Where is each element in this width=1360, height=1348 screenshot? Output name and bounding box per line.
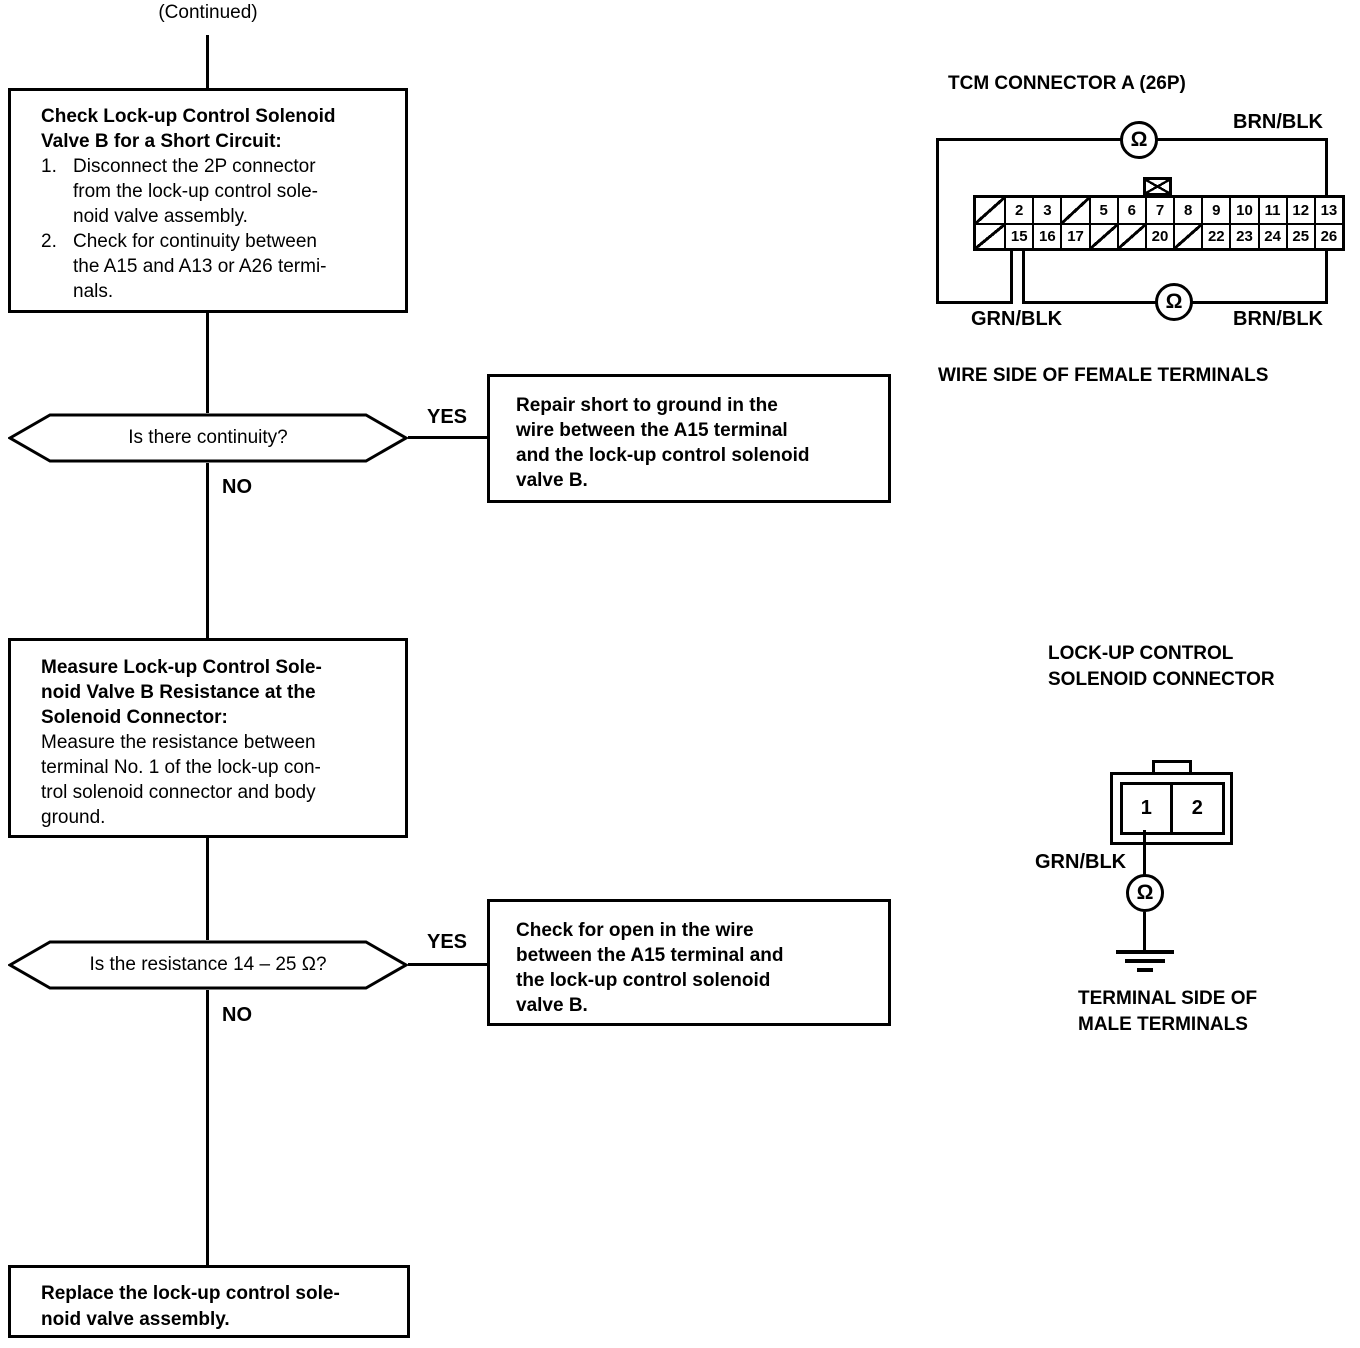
tcm-pin-5: 5: [1088, 198, 1117, 223]
ohm-symbol: Ω: [1136, 881, 1154, 904]
ground-icon: [1125, 959, 1165, 963]
connector-keyway-icon: [1143, 177, 1172, 196]
flow-line: [206, 313, 209, 413]
tcm-wire-bottom-left: [936, 301, 1013, 304]
check-short-circuit-title: Check Lock-up Control Solenoid Valve B f…: [41, 106, 336, 152]
measure-resistance-title: Measure Lock-up Control Sole- noid Valve…: [41, 657, 322, 728]
yes-label: YES: [427, 406, 468, 428]
flow-line: [206, 838, 209, 940]
tcm-pin-10: 10: [1229, 198, 1257, 223]
tcm-pin-13: 13: [1313, 198, 1342, 223]
step-2-text: Check for continuity between the A15 and…: [73, 231, 327, 302]
solenoid-pin-2: 2: [1191, 797, 1203, 819]
decision-continuity: Is there continuity?: [8, 413, 408, 463]
ohm-symbol: Ω: [1165, 290, 1183, 313]
flow-line: [206, 463, 209, 638]
decision-continuity-question: Is there continuity?: [128, 427, 288, 448]
ground-wire: [1143, 912, 1146, 952]
tcm-pin-24: 24: [1257, 223, 1286, 248]
solenoid-caption: TERMINAL SIDE OF MALE TERMINALS: [1078, 988, 1258, 1035]
tcm-pin-23: 23: [1229, 223, 1258, 248]
tcm-pin-22: 22: [1201, 223, 1230, 248]
yes-branch-line: [408, 963, 487, 966]
check-open-text: Check for open in the wire between the A…: [516, 920, 784, 1016]
solenoid-pin-1: 1: [1123, 785, 1173, 832]
tcm-pin15-wire-right: [1022, 251, 1025, 304]
repair-short-box: Repair short to ground in the wire betwe…: [487, 374, 891, 503]
flow-line: [206, 990, 209, 1265]
tcm-wire-right-lower: [1325, 248, 1328, 304]
ohmmeter-icon: Ω: [1155, 283, 1193, 321]
tcm-pin-8: 8: [1173, 198, 1201, 223]
tcm-pin-25: 25: [1285, 223, 1314, 248]
decision-shape: [8, 940, 408, 990]
solenoid-wire: [1143, 830, 1146, 876]
tcm-pin-blocked: [1088, 223, 1117, 248]
tcm-pin-12: 12: [1285, 198, 1314, 223]
tcm-pin-blocked: [1060, 198, 1089, 223]
step-1: 1. Disconnect the 2P connector from the …: [41, 154, 397, 229]
ohm-symbol: Ω: [1130, 128, 1148, 151]
tcm-pin15-wire-left: [1010, 251, 1013, 304]
flow-line: [206, 35, 209, 88]
check-open-box: Check for open in the wire between the A…: [487, 899, 891, 1026]
wire-label-grn-blk: GRN/BLK: [971, 308, 1063, 330]
tcm-pin-20: 20: [1144, 223, 1174, 248]
tcm-pin-6: 6: [1116, 198, 1145, 223]
tcm-pin-16: 16: [1032, 223, 1061, 248]
solenoid-connector-title: LOCK-UP CONTROL SOLENOID CONNECTOR: [1048, 643, 1275, 690]
repair-short-text: Repair short to ground in the wire betwe…: [516, 395, 810, 491]
tcm-pin-blocked: [976, 223, 1005, 248]
decision-shape: [8, 413, 408, 463]
solenoid-pin-grid: 1 2: [1120, 782, 1225, 835]
step-1-text: Disconnect the 2P connector from the loc…: [73, 156, 318, 227]
no-label: NO: [222, 1004, 252, 1026]
wire-label-grn-blk-solenoid: GRN/BLK: [1035, 851, 1127, 873]
replace-assembly-text: Replace the lock-up control sole- noid v…: [41, 1283, 340, 1330]
tcm-pin-11: 11: [1257, 198, 1286, 223]
decision-resistance: Is the resistance 14 – 25 Ω?: [8, 940, 408, 990]
ohmmeter-icon: Ω: [1120, 121, 1158, 159]
tcm-pin-17: 17: [1060, 223, 1089, 248]
tcm-pin-blocked: [1116, 223, 1145, 248]
tcm-pin-7: 7: [1144, 198, 1173, 223]
tcm-wire-right-upper: [1325, 138, 1328, 198]
continued-label: (Continued): [158, 2, 258, 23]
tcm-connector-title: TCM CONNECTOR A (26P): [948, 73, 1186, 94]
tcm-pin-grid: 2 3 5 6 7 8 9 10 11 12 13 15 16 17 20 22…: [973, 195, 1345, 251]
yes-label: YES: [427, 931, 468, 953]
tcm-pin-26: 26: [1313, 223, 1342, 248]
ohmmeter-icon: Ω: [1126, 874, 1164, 912]
measure-resistance-box: Measure Lock-up Control Sole- noid Valve…: [8, 638, 408, 838]
tcm-pin-blocked: [976, 198, 1005, 223]
replace-assembly-box: Replace the lock-up control sole- noid v…: [8, 1265, 410, 1338]
tcm-pin-15: 15: [1004, 223, 1033, 248]
wire-label-brn-blk-bottom: BRN/BLK: [1233, 308, 1323, 330]
yes-branch-line: [408, 436, 487, 439]
step-2-number: 2.: [41, 231, 57, 252]
check-short-circuit-box: Check Lock-up Control Solenoid Valve B f…: [8, 88, 408, 313]
tcm-pin-3: 3: [1032, 198, 1060, 223]
step-2: 2. Check for continuity between the A15 …: [41, 229, 397, 304]
ground-icon: [1137, 968, 1153, 972]
tcm-wire-left-loop: [936, 138, 939, 304]
measure-resistance-body: Measure the resistance between terminal …: [41, 732, 321, 828]
step-1-number: 1.: [41, 156, 57, 177]
tcm-caption: WIRE SIDE OF FEMALE TERMINALS: [938, 365, 1269, 386]
wire-label-brn-blk-top: BRN/BLK: [1233, 111, 1323, 133]
ground-icon: [1116, 950, 1174, 954]
tcm-pin-9: 9: [1201, 198, 1229, 223]
decision-resistance-question: Is the resistance 14 – 25 Ω?: [89, 954, 327, 975]
tcm-pin-blocked: [1173, 223, 1202, 248]
no-label: NO: [222, 476, 252, 498]
tcm-pin-2: 2: [1004, 198, 1032, 223]
